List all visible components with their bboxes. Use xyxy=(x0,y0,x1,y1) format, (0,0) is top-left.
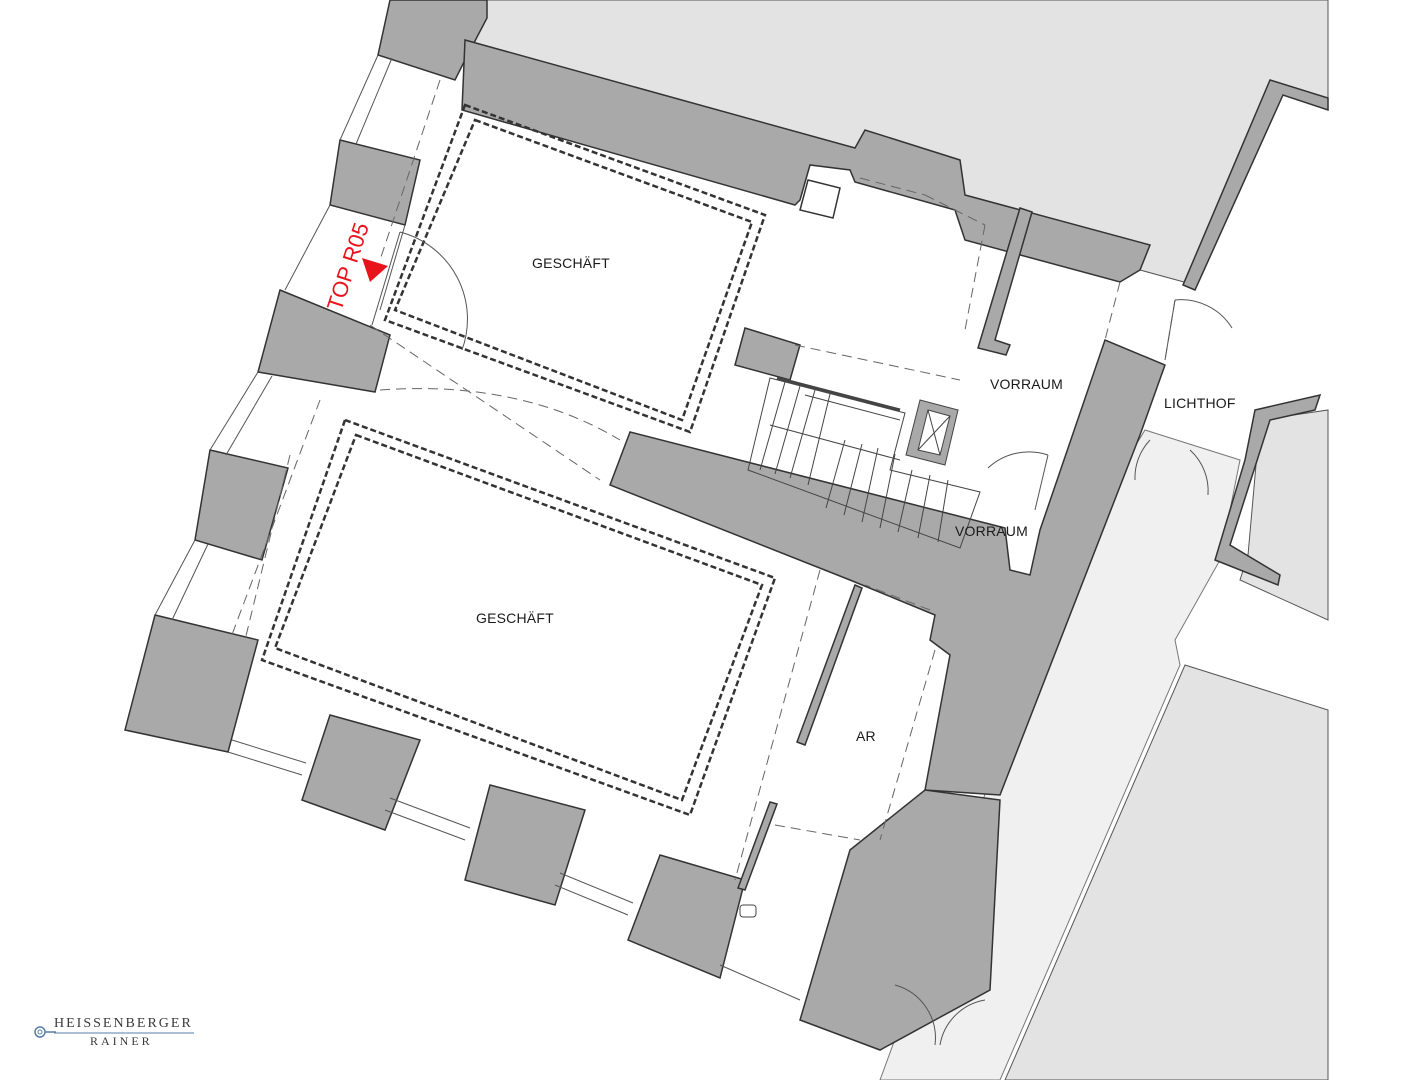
room-label-vorraum-upper: VORRAUM xyxy=(990,376,1063,392)
staircase xyxy=(747,376,981,549)
neighbor-bottom-right xyxy=(1004,664,1329,1080)
lower-right-wall xyxy=(799,789,1001,1051)
logo-subname: RAINER xyxy=(90,1034,153,1048)
pillar-4 xyxy=(124,614,259,753)
room-label-lichthof: LICHTHOF xyxy=(1164,395,1236,411)
stair-block xyxy=(734,327,801,381)
pillar-3 xyxy=(194,449,289,561)
zone-lines xyxy=(229,79,1176,881)
logo-underline xyxy=(54,1032,194,1034)
entrance-arrow-icon xyxy=(362,258,388,282)
chimney xyxy=(799,179,841,219)
shop-upper-fixture xyxy=(383,103,767,434)
central-wall xyxy=(609,338,1166,796)
door-swings xyxy=(371,231,1233,1046)
facade-windows xyxy=(154,54,801,1001)
shaft xyxy=(905,399,959,466)
ar-lower-wall xyxy=(737,801,778,891)
right-small-wall xyxy=(1214,393,1322,587)
pillar-1 xyxy=(329,139,421,226)
key-icon xyxy=(34,1026,56,1038)
logo-name: HEISSENBERGER xyxy=(54,1016,193,1031)
shop-lower-fixture xyxy=(260,418,777,817)
pillar-6 xyxy=(464,784,586,906)
pillar-5 xyxy=(301,714,421,831)
wall-top-strip xyxy=(461,39,1152,283)
ar-wall xyxy=(796,583,863,746)
pillar-2 xyxy=(257,288,391,393)
pillar-7 xyxy=(627,854,746,980)
logo: HEISSENBERGER RAINER xyxy=(34,1014,204,1054)
room-label-vorraum-lower: VORRAUM xyxy=(955,523,1028,539)
right-wall-top xyxy=(1182,79,1329,291)
walls xyxy=(124,0,1329,1051)
room-label-geschaeft-upper: GESCHÄFT xyxy=(532,255,610,271)
room-label-ar: AR xyxy=(856,728,876,744)
room-label-geschaeft-lower: GESCHÄFT xyxy=(476,610,554,626)
wc-symbol xyxy=(739,904,757,918)
vorraum-wall xyxy=(977,207,1033,356)
